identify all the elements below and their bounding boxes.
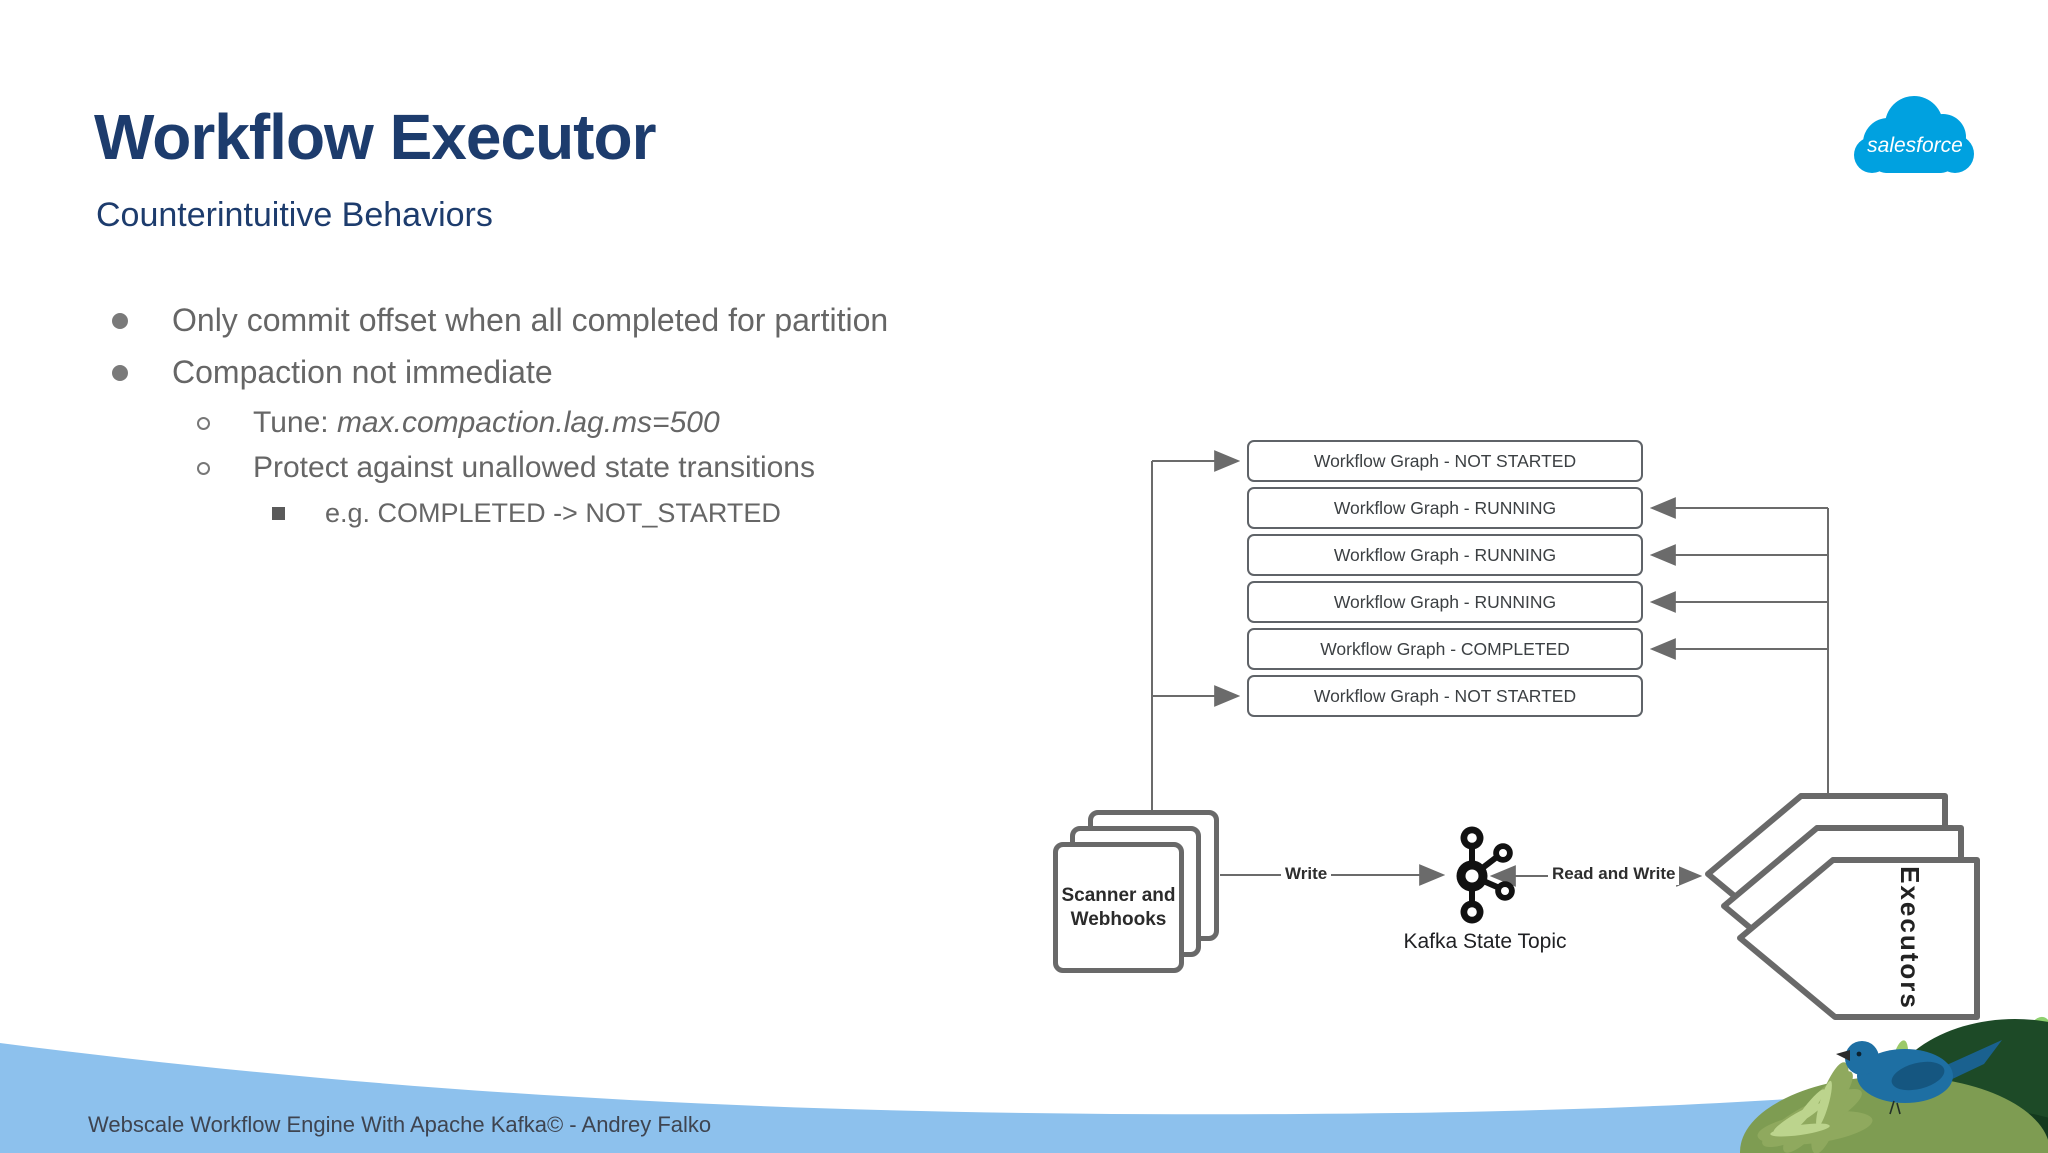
workflow-graph-box: Workflow Graph - NOT STARTED bbox=[1247, 675, 1643, 717]
slide-subtitle: Counterintuitive Behaviors bbox=[96, 196, 493, 234]
kafka-logo-icon bbox=[1456, 826, 1515, 924]
bullet-item: e.g. COMPLETED -> NOT_STARTED bbox=[325, 498, 781, 528]
workflow-graph-box: Workflow Graph - NOT STARTED bbox=[1247, 440, 1643, 482]
salesforce-logo: salesforce bbox=[1854, 96, 1974, 173]
bullet-circle-icon bbox=[197, 417, 210, 430]
scanner-card-front: Scanner and Webhooks bbox=[1053, 842, 1184, 973]
bullet-disc-icon bbox=[112, 365, 128, 381]
bullet-circle-icon bbox=[197, 462, 210, 475]
read-write-edge-label: Read and Write bbox=[1548, 863, 1680, 885]
bullet-disc-icon bbox=[112, 313, 128, 329]
workflow-graph-stack: Workflow Graph - NOT STARTED Workflow Gr… bbox=[1247, 440, 1643, 722]
bullet-item: Tune: max.compaction.lag.ms=500 bbox=[253, 406, 720, 440]
write-edge-label: Write bbox=[1281, 863, 1332, 885]
executors-stack bbox=[1705, 793, 1980, 1020]
footer-attribution: Webscale Workflow Engine With Apache Kaf… bbox=[88, 1112, 712, 1137]
workflow-graph-box: Workflow Graph - RUNNING bbox=[1247, 534, 1643, 576]
fan-leaf-veins bbox=[1770, 1080, 1832, 1137]
executors-label: Executors bbox=[1895, 866, 1925, 1010]
bullet-text-prefix: Tune: bbox=[253, 406, 337, 439]
bullet-item: Only commit offset when all completed fo… bbox=[172, 302, 889, 338]
salesforce-logo-text: salesforce bbox=[1867, 134, 1963, 157]
bullet-square-icon bbox=[272, 507, 285, 520]
workflow-graph-box: Workflow Graph - RUNNING bbox=[1247, 581, 1643, 623]
bird-illustration bbox=[1836, 1040, 2002, 1115]
foliage-illustration bbox=[1740, 1016, 2048, 1153]
bullet-item: Compaction not immediate bbox=[172, 354, 553, 390]
kafka-topic-label: Kafka State Topic bbox=[1403, 930, 1567, 953]
slide-title: Workflow Executor bbox=[94, 101, 656, 173]
workflow-graph-box: Workflow Graph - COMPLETED bbox=[1247, 628, 1643, 670]
scanner-label: Scanner and Webhooks bbox=[1061, 884, 1176, 930]
footer-wave bbox=[0, 1043, 2048, 1153]
bullet-text-emphasis: max.compaction.lag.ms=500 bbox=[336, 406, 720, 439]
bullet-item: Protect against unallowed state transiti… bbox=[253, 451, 815, 484]
workflow-graph-box: Workflow Graph - RUNNING bbox=[1247, 487, 1643, 529]
